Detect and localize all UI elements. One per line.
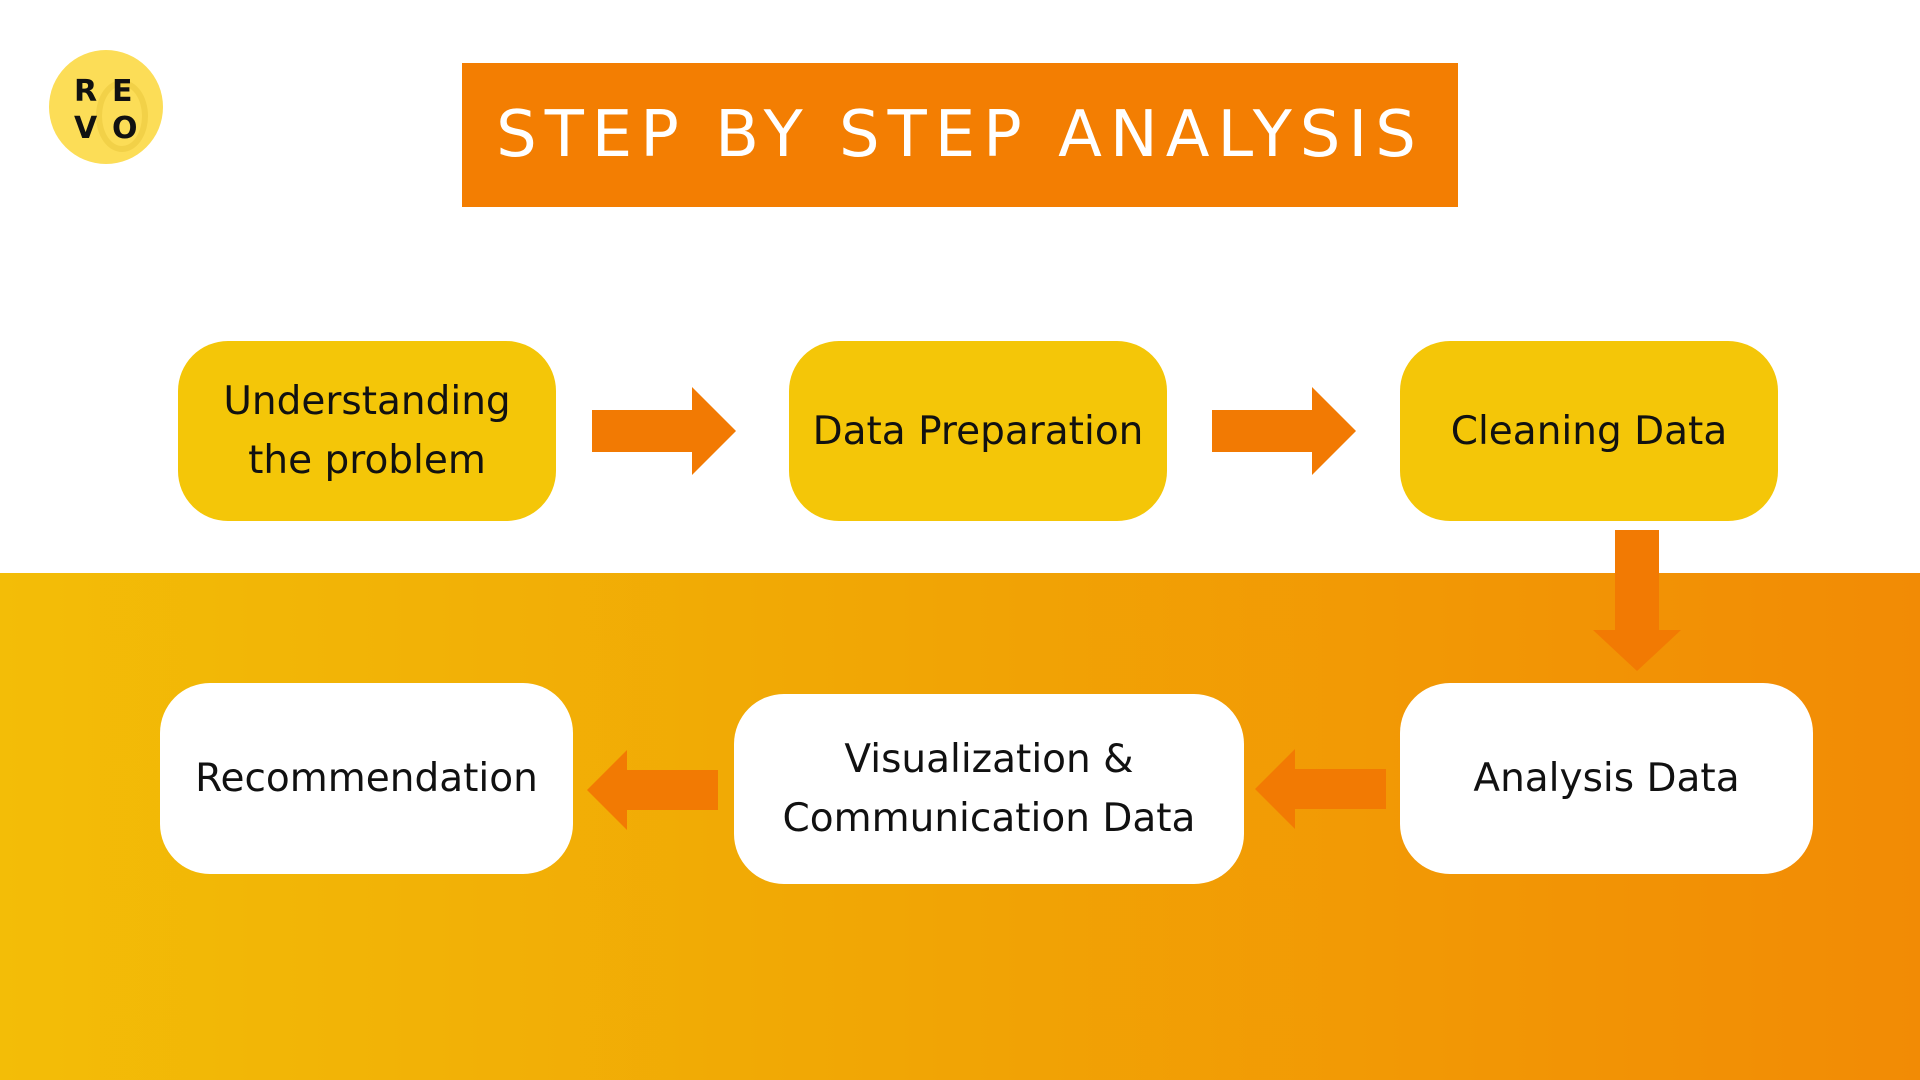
step-visualization-communication-data: Visualization & Communication Data: [734, 694, 1244, 884]
logo-letter: R: [74, 74, 98, 109]
step-recommendation: Recommendation: [160, 683, 573, 874]
step-cleaning-data: Cleaning Data: [1400, 341, 1778, 521]
step-analysis-data: Analysis Data: [1400, 683, 1813, 874]
step-label: Cleaning Data: [1450, 408, 1728, 454]
step-data-preparation: Data Preparation: [789, 341, 1167, 521]
logo-letter: O: [112, 111, 138, 146]
arrow-right-icon: [592, 387, 736, 475]
revo-logo: R E V O: [49, 50, 163, 164]
step-label: Visualization & Communication Data: [782, 737, 1196, 841]
logo-mark-icon: [96, 80, 148, 152]
arrow-left-icon: [587, 750, 718, 830]
arrow-down-icon: [1593, 530, 1681, 671]
arrow-left-icon: [1255, 749, 1386, 829]
step-label: Recommendation: [195, 756, 538, 801]
step-understanding-the-problem: Understanding the problem: [178, 341, 556, 521]
step-label: Data Preparation: [812, 408, 1144, 454]
arrow-right-icon: [1212, 387, 1356, 475]
step-label: Analysis Data: [1473, 756, 1740, 801]
title-banner: STEP BY STEP ANALYSIS: [462, 63, 1458, 207]
page-title: STEP BY STEP ANALYSIS: [496, 98, 1424, 172]
logo-letter: V: [74, 111, 98, 146]
logo-letter: E: [112, 74, 133, 109]
step-label: Understanding the problem: [223, 379, 511, 483]
